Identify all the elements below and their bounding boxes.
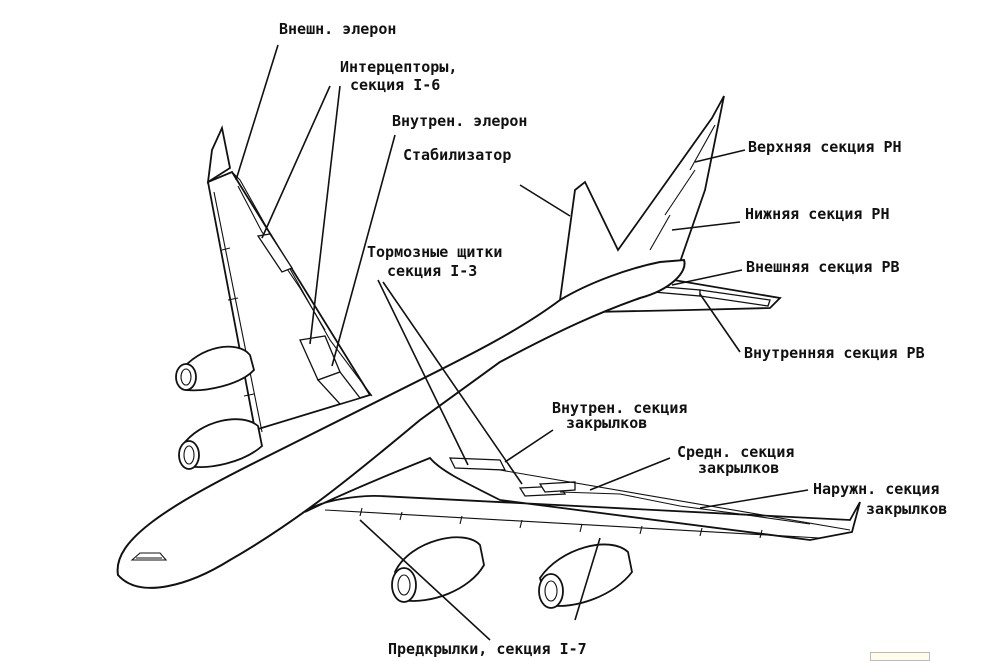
- label-inner-flap-line1: Внутрен. секция: [552, 399, 687, 417]
- label-airbrakes-line1: Тормозные щитки: [367, 243, 502, 261]
- far-engines: [175, 345, 263, 470]
- leader-lines: [235, 44, 809, 641]
- label-stabilizer: Стабилизатор: [403, 146, 511, 164]
- labels: Внешн. элерон Интерцепторы, секция I-6 В…: [279, 20, 947, 658]
- label-spoilers-line1: Интерцепторы,: [340, 58, 457, 76]
- label-inner-flap-line2: закрылков: [566, 414, 647, 432]
- label-spoilers-line2: секция I-6: [350, 76, 440, 94]
- label-outer-flap-line2: закрылков: [866, 500, 947, 518]
- label-mid-flap-line1: Средн. секция: [677, 443, 794, 461]
- label-upper-rudder: Верхняя секция РН: [748, 138, 902, 156]
- near-wing: [304, 456, 861, 541]
- label-outer-flap-line1: Наружн. секция: [813, 480, 939, 498]
- corner-badge: [870, 652, 930, 661]
- near-engines: [391, 536, 633, 609]
- label-outer-elevator: Внешняя секция РВ: [746, 258, 900, 276]
- label-slats: Предкрылки, секция I-7: [388, 640, 587, 658]
- label-inner-elevator: Внутренняя секция РВ: [744, 344, 925, 362]
- label-airbrakes-line2: секция I-3: [387, 262, 477, 280]
- label-inner-aileron: Внутрен. элерон: [392, 112, 527, 130]
- label-outer-aileron: Внешн. элерон: [279, 20, 396, 38]
- label-lower-rudder: Нижняя секция РН: [745, 205, 890, 223]
- fuselage: [116, 258, 686, 589]
- label-mid-flap-line2: закрылков: [698, 459, 779, 477]
